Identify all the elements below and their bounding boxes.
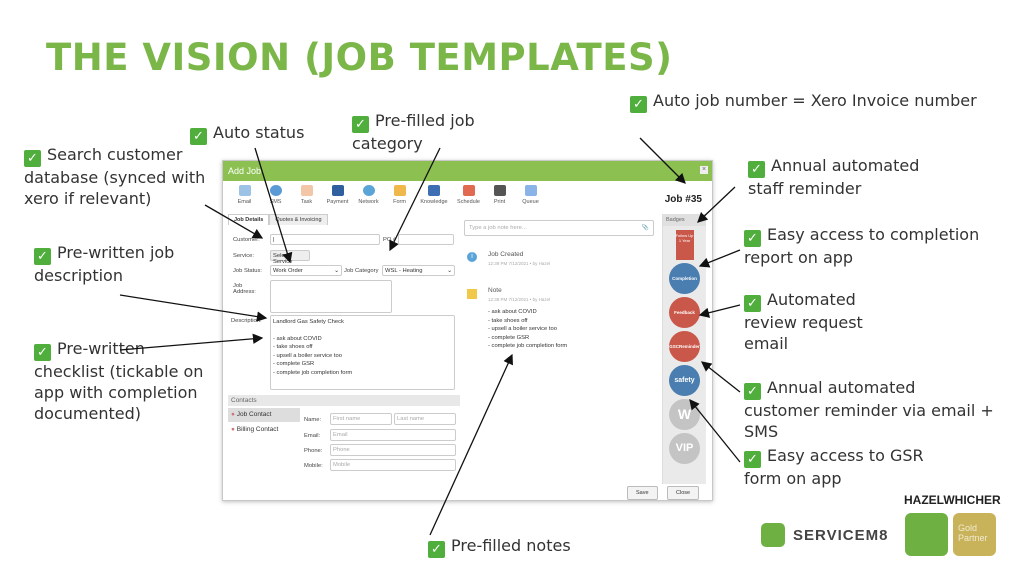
toolbar-knowledge[interactable]: Knowledge bbox=[415, 185, 453, 209]
chevron-down-icon: ⌄ bbox=[447, 268, 452, 274]
job-address-label: Job Address: bbox=[233, 283, 256, 295]
feed-title: Job Created bbox=[488, 251, 524, 258]
check-icon: ✓ bbox=[34, 248, 51, 265]
person-icon: ● bbox=[231, 411, 235, 418]
badge-feedback[interactable]: Feedback bbox=[669, 297, 700, 328]
check-icon: ✓ bbox=[744, 383, 761, 400]
toolbar-queue[interactable]: Queue bbox=[515, 185, 546, 209]
last-name-input[interactable]: Last name bbox=[394, 413, 456, 425]
job-status-label: Job Status: bbox=[233, 268, 263, 274]
contact-billing[interactable]: ● Billing Contact bbox=[231, 426, 279, 433]
slide-title: THE VISION (JOB TEMPLATES) bbox=[46, 36, 673, 79]
gold-partner-badge: Gold Partner bbox=[953, 513, 996, 556]
job-category-label: Job Category bbox=[344, 268, 379, 274]
mobile-input[interactable]: Mobile bbox=[330, 459, 456, 471]
badge-w[interactable]: W bbox=[669, 399, 700, 430]
contact-job[interactable]: ● Job Contact bbox=[228, 408, 300, 422]
badge-follow-up[interactable]: Follow Up 1 Year bbox=[675, 230, 694, 260]
badge-gsc-reminder[interactable]: GSCReminder bbox=[669, 331, 700, 362]
feed-title: Note bbox=[488, 287, 502, 294]
servicem8-logo-icon bbox=[761, 523, 785, 547]
job-status-select[interactable]: Work Order⌄ bbox=[270, 265, 342, 276]
toolbar-network[interactable]: Network bbox=[353, 185, 384, 209]
hazelwhicher-logo: HAZELWHICHER bbox=[904, 493, 1001, 507]
po-input[interactable] bbox=[398, 234, 454, 245]
name-label: Name: bbox=[304, 417, 322, 423]
add-job-window: Add Job × Email SMS Task Payment Network… bbox=[222, 160, 713, 501]
phone-label: Phone: bbox=[304, 448, 323, 454]
toolbar-sms[interactable]: SMS bbox=[260, 185, 291, 209]
email-label: Email: bbox=[304, 433, 321, 439]
annotation-notes: ✓Pre-filled notes bbox=[428, 535, 571, 558]
check-icon: ✓ bbox=[34, 344, 51, 361]
hazelwhicher-logo-icon bbox=[905, 513, 948, 556]
toolbar: Email SMS Task Payment Network Form Know… bbox=[223, 181, 712, 213]
customer-label: Customer: bbox=[233, 237, 260, 243]
job-address-input[interactable] bbox=[270, 280, 392, 313]
servicem8-logo: SERVICEM8 bbox=[761, 523, 888, 547]
notes-panel: Type a job note here...📎 i Job Created 1… bbox=[461, 214, 659, 484]
toolbar-print[interactable]: Print bbox=[484, 185, 515, 209]
note-body: - ask about COVID- take shoes off- upsel… bbox=[488, 309, 568, 349]
first-name-input[interactable]: First name bbox=[330, 413, 392, 425]
badge-vip[interactable]: VIP bbox=[669, 433, 700, 464]
mobile-label: Mobile: bbox=[304, 463, 323, 469]
toolbar-task[interactable]: Task bbox=[291, 185, 322, 209]
note-input[interactable]: Type a job note here...📎 bbox=[464, 220, 654, 236]
toolbar-payment[interactable]: Payment bbox=[322, 185, 353, 209]
close-icon[interactable]: × bbox=[700, 166, 708, 174]
check-icon: ✓ bbox=[744, 295, 761, 312]
window-titlebar: Add Job bbox=[223, 161, 712, 181]
po-label: PO # bbox=[383, 237, 397, 243]
phone-input[interactable]: Phone bbox=[330, 444, 456, 456]
service-label: Service: bbox=[233, 253, 254, 259]
chevron-down-icon: ⌄ bbox=[334, 268, 339, 274]
customer-input[interactable]: | bbox=[270, 234, 380, 245]
paperclip-icon: 📎 bbox=[641, 225, 649, 231]
job-number: Job #35 bbox=[664, 194, 702, 205]
check-icon: ✓ bbox=[630, 96, 647, 113]
close-button[interactable]: Close bbox=[667, 486, 700, 500]
badges-panel: Badges Follow Up 1 Year Completion Feedb… bbox=[662, 214, 706, 484]
toolbar-schedule[interactable]: Schedule bbox=[453, 185, 484, 209]
check-icon: ✓ bbox=[744, 230, 761, 247]
person-icon: ● bbox=[231, 426, 235, 433]
info-icon: i bbox=[467, 252, 477, 262]
note-icon bbox=[467, 289, 477, 299]
check-icon: ✓ bbox=[744, 451, 761, 468]
email-input[interactable]: Email bbox=[330, 429, 456, 441]
feed-meta: 12:38 PM 7/12/2021 • by Hazel bbox=[488, 297, 551, 302]
save-button[interactable]: Save bbox=[627, 486, 658, 500]
toolbar-email[interactable]: Email bbox=[229, 185, 260, 209]
tab-quotes-invoicing[interactable]: Quotes & Invoicing bbox=[269, 214, 328, 225]
check-icon: ✓ bbox=[24, 150, 41, 167]
contacts-header: Contacts bbox=[228, 395, 460, 406]
job-category-select[interactable]: WSL - Heating⌄ bbox=[382, 265, 455, 276]
feed-meta: 12:39 PM 7/12/2021 • by Hazel bbox=[488, 261, 551, 266]
badge-completion[interactable]: Completion bbox=[669, 263, 700, 294]
tab-job-details[interactable]: Job Details bbox=[228, 214, 270, 225]
badge-safety[interactable]: safety bbox=[669, 365, 700, 396]
annotation-job-number: ✓Auto job number = Xero Invoice number bbox=[630, 90, 977, 113]
check-icon: ✓ bbox=[190, 128, 207, 145]
check-icon: ✓ bbox=[428, 541, 445, 558]
annotation-auto-status: ✓Auto status bbox=[190, 122, 304, 145]
description-input[interactable]: Landlord Gas Safety Check- ask about COV… bbox=[270, 315, 455, 390]
check-icon: ✓ bbox=[748, 161, 765, 178]
badges-header: Badges bbox=[663, 214, 706, 226]
description-label: Description: bbox=[231, 318, 262, 324]
toolbar-form[interactable]: Form bbox=[384, 185, 415, 209]
select-service-button[interactable]: Select Service bbox=[270, 250, 310, 265]
check-icon: ✓ bbox=[352, 116, 369, 133]
